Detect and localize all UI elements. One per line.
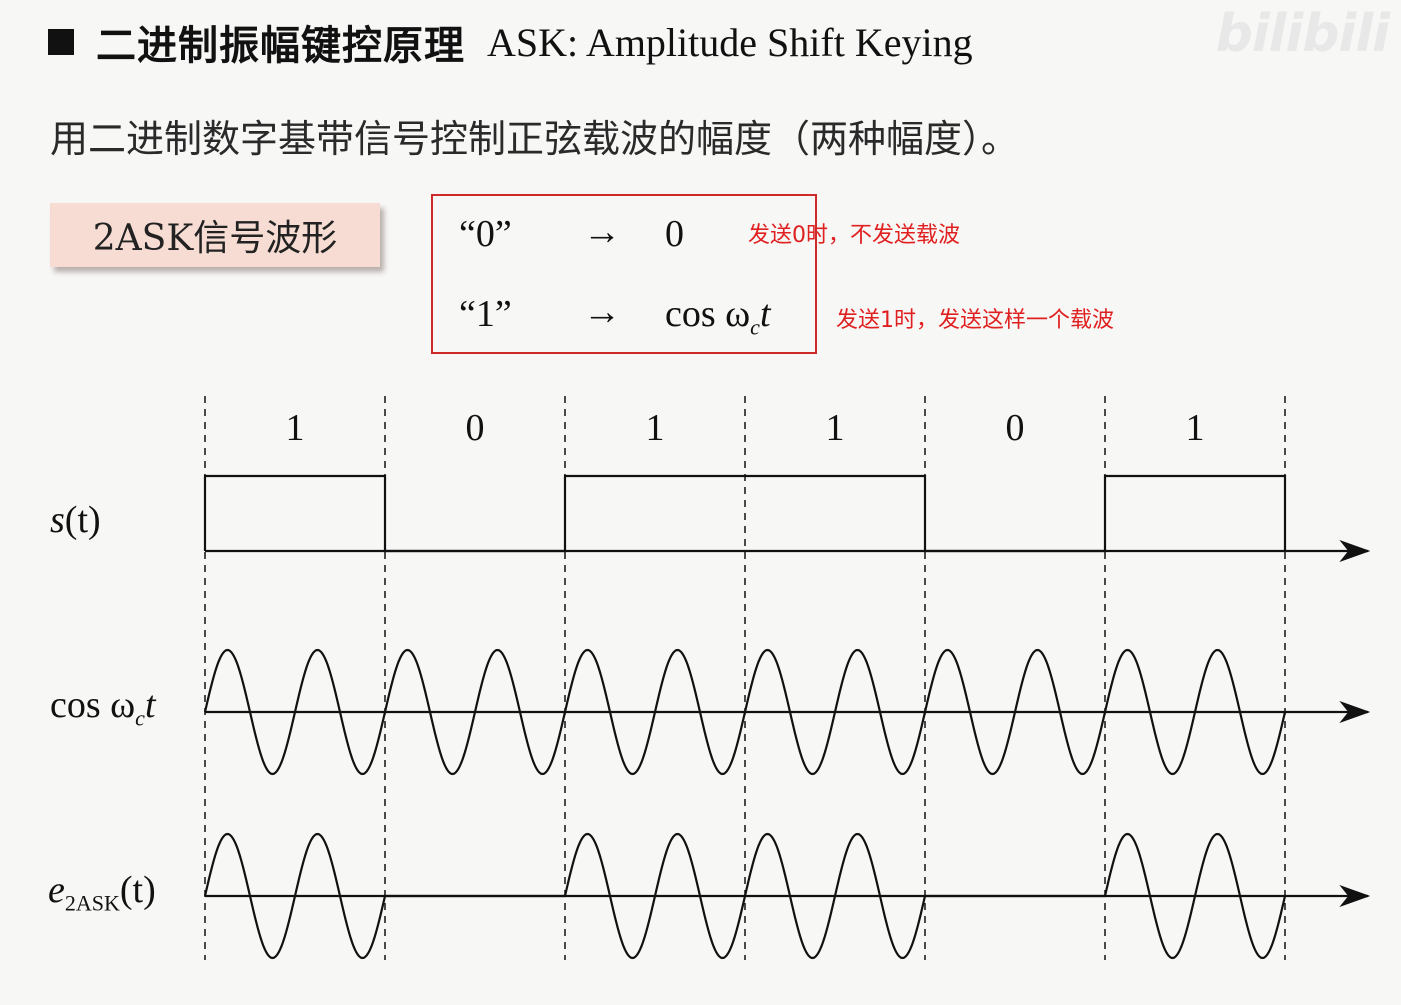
- title-row: 二进制振幅键控原理 ASK: Amplitude Shift Keying: [48, 12, 973, 72]
- label-e-2ask: e2ASK(t): [48, 869, 156, 916]
- bit-label: 1: [1186, 407, 1205, 449]
- title-english: ASK: Amplitude Shift Keying: [487, 19, 973, 65]
- mapping-output: cos ωct: [665, 293, 771, 340]
- bit-label: 1: [826, 407, 845, 449]
- carrier-waveform: [203, 648, 1287, 776]
- bilibili-watermark: bilibili: [1215, 4, 1390, 64]
- annotation-send-1: 发送1时，发送这样一个载波: [836, 308, 1114, 333]
- waveform-tag: 2ASK信号波形: [50, 203, 380, 267]
- label-s-t: s(t): [50, 499, 101, 541]
- bit-label: 1: [286, 407, 305, 449]
- ask-waveform: [203, 832, 1287, 960]
- square-bullet-icon: [48, 29, 74, 55]
- annotation-send-0: 发送0时，不发送载波: [748, 223, 960, 248]
- bit-label: 0: [1006, 407, 1025, 449]
- arrow-icon: →: [583, 291, 621, 333]
- description-text: 用二进制数字基带信号控制正弦载波的幅度（两种幅度）。: [50, 117, 1020, 161]
- bit-label: 0: [466, 407, 485, 449]
- mapping-symbol: “1”: [459, 293, 512, 335]
- s-t-waveform: [203, 474, 1287, 553]
- mapping-box: “0” → 0 “1” → cos ωct: [431, 194, 817, 354]
- arrow-icon: →: [583, 211, 621, 253]
- title-chinese: 二进制振幅键控原理: [96, 23, 465, 69]
- bit-label: 1: [646, 407, 665, 449]
- label-carrier: cos ωct: [50, 684, 156, 731]
- mapping-output: 0: [665, 213, 684, 255]
- mapping-symbol: “0”: [459, 213, 512, 255]
